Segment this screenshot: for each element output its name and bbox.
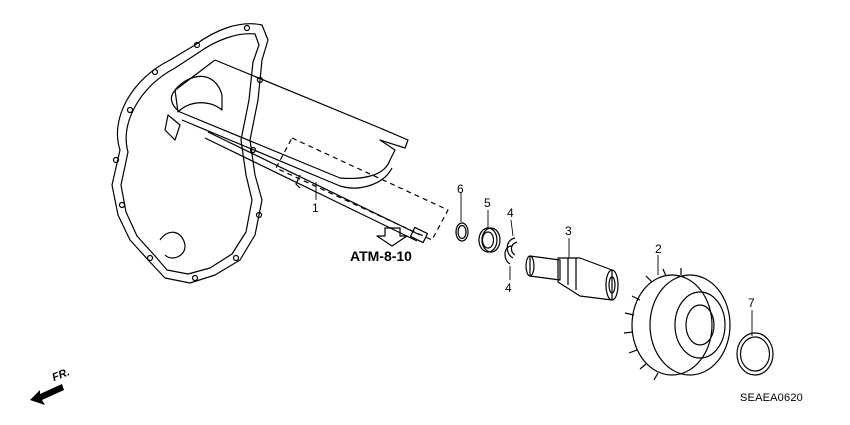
reference-arrow bbox=[376, 227, 408, 247]
housing-gasket bbox=[111, 23, 269, 284]
baffle-plate bbox=[170, 59, 409, 189]
driven-gear-2 bbox=[623, 255, 731, 381]
callout-7: 7 bbox=[748, 296, 755, 310]
atm-reference-label: ATM-8-10 bbox=[350, 248, 412, 264]
callout-5: 5 bbox=[484, 196, 491, 210]
callout-2: 2 bbox=[655, 242, 662, 256]
callout-1: 1 bbox=[312, 201, 319, 215]
secondary-shaft-3 bbox=[525, 238, 619, 301]
front-direction-arrow bbox=[30, 384, 64, 405]
snap-ring-7 bbox=[736, 310, 774, 376]
callout-4-upper: 4 bbox=[507, 206, 514, 220]
snap-ring-6 bbox=[455, 193, 469, 242]
part-1-dashed-box bbox=[275, 137, 449, 241]
cotter-halves-4 bbox=[504, 219, 518, 280]
washer-5 bbox=[478, 210, 501, 253]
callout-4-lower: 4 bbox=[505, 281, 512, 295]
callout-6: 6 bbox=[457, 182, 464, 196]
diagram-code: SEAEA0620 bbox=[740, 392, 803, 404]
callout-3: 3 bbox=[565, 224, 572, 238]
